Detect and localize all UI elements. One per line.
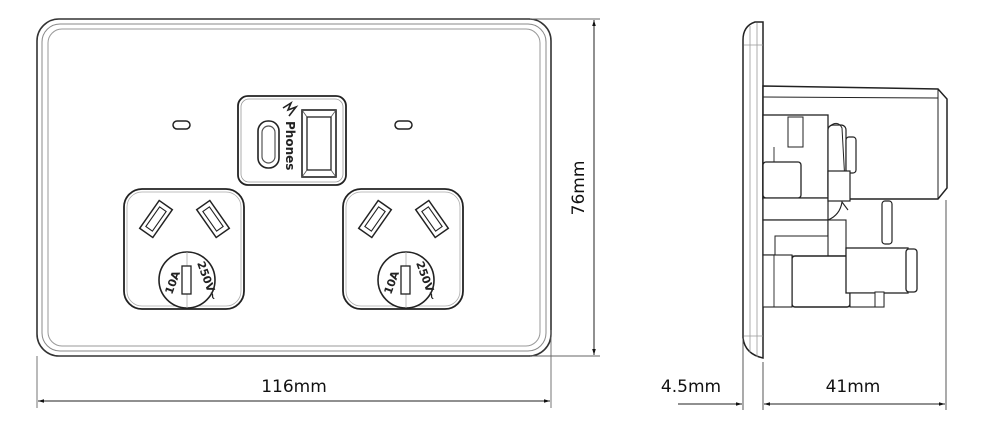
lightning-icon xyxy=(282,100,299,117)
usb-a-port xyxy=(301,109,337,178)
live-slot xyxy=(357,199,393,239)
depth-dimensions: 4.5mm 41mm xyxy=(661,200,947,410)
width-dimension: 116mm xyxy=(36,330,552,408)
width-label: 116mm xyxy=(261,377,327,397)
earth-slot xyxy=(181,265,192,295)
face-plate xyxy=(36,18,552,357)
earth-slot xyxy=(400,265,411,295)
usb-label: Phones xyxy=(283,121,297,170)
neutral-slot xyxy=(195,199,231,239)
front-view: Phones 10A 250V~ xyxy=(36,18,552,357)
usb-charger-module: Phones xyxy=(237,95,347,186)
height-dimension: 76mm xyxy=(530,18,600,357)
side-view xyxy=(742,21,948,359)
live-slot xyxy=(138,199,174,239)
body-depth-label: 41mm xyxy=(826,377,881,397)
indicator-led-left xyxy=(172,120,191,130)
usb-c-port xyxy=(257,120,280,169)
neutral-slot xyxy=(414,199,450,239)
plate-depth-label: 4.5mm xyxy=(661,377,721,397)
power-outlet-right: 10A 250V~ xyxy=(342,188,464,310)
height-label: 76mm xyxy=(569,161,589,216)
power-outlet-left: 10A 250V~ xyxy=(123,188,245,310)
indicator-led-right xyxy=(394,120,413,130)
